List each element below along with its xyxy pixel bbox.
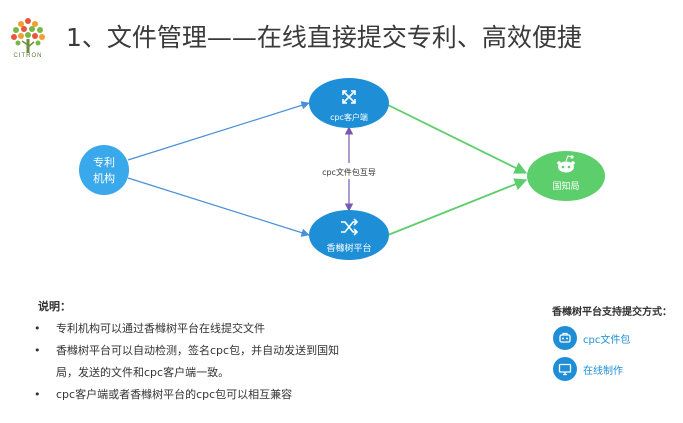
node-cpc-client-label: cpc客户端 [330, 112, 368, 122]
citron-logo-icon [11, 18, 45, 53]
description-item-2-line2: 局，发送的文件和cpc客户端一致。 [56, 366, 230, 379]
list-item: 香橼树平台可以自动检测，签名cpc包，并自动发送到国知 局，发送的文件和cpc客… [30, 340, 400, 384]
node-office-label: 国知局 [552, 180, 579, 192]
node-platform: 香橼树平台 [309, 210, 389, 260]
edge-label: cpc文件包互导 [322, 167, 376, 177]
monitor-icon [553, 357, 577, 381]
list-item: 专利机构可以通过香橼树平台在线提交文件 [30, 318, 400, 340]
node-agency: 专利 机构 [79, 145, 129, 195]
node-agency-label-line1: 专利 [93, 155, 115, 169]
node-office: 国知局 [527, 151, 605, 201]
node-cpc-client: cpc客户端 [309, 78, 389, 128]
package-icon [553, 326, 577, 350]
description-title: 说明： [38, 300, 71, 313]
description-item-1: 专利机构可以通过香橼树平台在线提交文件 [56, 322, 265, 335]
description-item-3: cpc客户端或者香橼树平台的cpc包可以相互兼容 [56, 388, 293, 401]
edge-agency-to-client [127, 101, 310, 161]
node-agency-label-line2: 机构 [93, 171, 115, 185]
support-option-label: cpc文件包 [583, 334, 631, 346]
shuffle-icon [341, 218, 359, 236]
description-list: 专利机构可以通过香橼树平台在线提交文件 香橼树平台可以自动检测，签名cpc包，并… [30, 318, 400, 406]
node-platform-label: 香橼树平台 [326, 242, 371, 254]
description-item-2-line1: 香橼树平台可以自动检测，签名cpc包，并自动发送到国知 [56, 344, 340, 357]
edge-platform-to-office [387, 178, 528, 236]
reddit-icon [557, 155, 575, 173]
logo-text: CITRON [13, 53, 43, 59]
edge-agency-to-platform [127, 177, 310, 237]
edge-client-to-office [387, 104, 528, 174]
support-option-online: 在线制作 [553, 357, 623, 381]
support-option-label: 在线制作 [583, 365, 623, 377]
list-item: cpc客户端或者香橼树平台的cpc包可以相互兼容 [30, 384, 400, 406]
page-title: 1、文件管理——在线直接提交专利、高效便捷 [66, 23, 582, 52]
support-option-cpc-package: cpc文件包 [553, 326, 630, 350]
expand-icon [342, 90, 356, 104]
support-title: 香橼树平台支持提交方式： [552, 307, 672, 318]
